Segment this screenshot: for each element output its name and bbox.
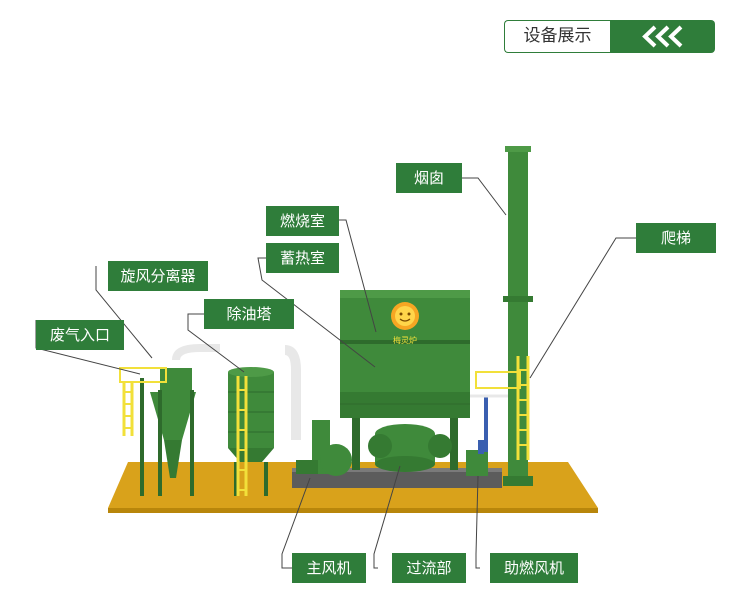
flow-section-graphic — [352, 418, 458, 472]
label-combustion-chamber: 燃烧室 — [266, 206, 339, 236]
label-combustion-fan: 助燃风机 — [490, 553, 578, 583]
label-chimney: 烟囱 — [396, 163, 462, 193]
label-flow-section: 过流部 — [392, 553, 466, 583]
label-main-fan: 主风机 — [292, 553, 366, 583]
combustion-fan-graphic — [466, 440, 488, 476]
label-regenerator-chamber: 蓄热室 — [266, 243, 339, 273]
main-fan-graphic — [296, 420, 352, 476]
triple-chevron-left-icon[interactable] — [610, 20, 715, 53]
label-exhaust-inlet: 废气入口 — [36, 320, 124, 350]
label-cyclone-separator: 旋风分离器 — [108, 261, 208, 291]
label-oil-removal-tower: 除油塔 — [204, 299, 294, 329]
section-header: 设备展示 — [504, 20, 715, 53]
oil-removal-tower-graphic — [228, 367, 274, 496]
sun-logo-icon — [391, 302, 419, 330]
cyclone-separator-graphic — [119, 367, 196, 496]
logo-text: 梅灵炉 — [393, 335, 417, 345]
label-ladder: 爬梯 — [636, 223, 716, 253]
ladder-graphic — [475, 356, 530, 460]
page-title: 设备展示 — [504, 20, 610, 53]
